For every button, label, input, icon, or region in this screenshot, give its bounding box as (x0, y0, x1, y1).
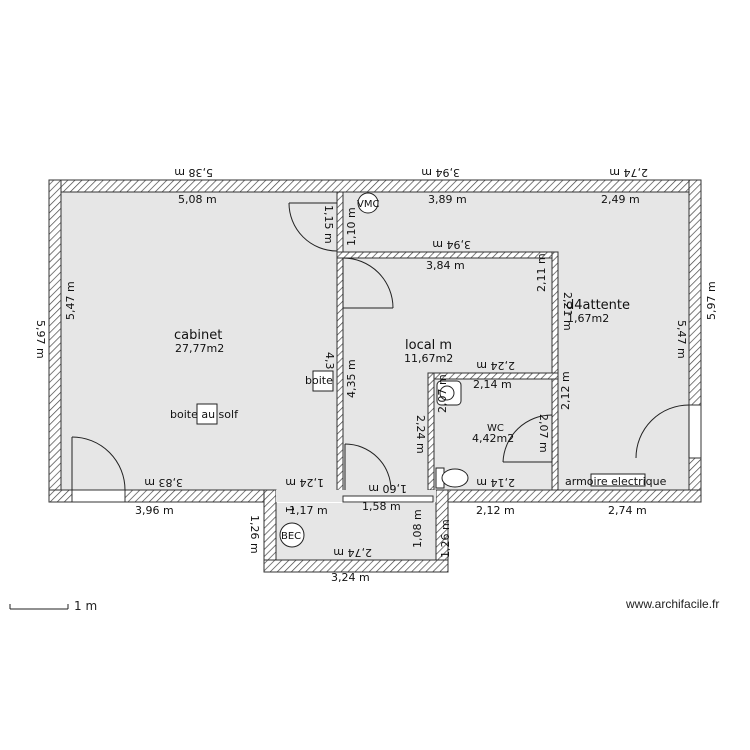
dim-top-outer-2: 3,94 m (421, 166, 460, 179)
door-local-bottom[interactable] (344, 443, 392, 491)
dim-wc-r1: 2,07 m (537, 414, 550, 453)
dim-bot-in-3: 1,60 m (368, 482, 407, 495)
dim-ext-r2: 1,26 m (439, 519, 452, 558)
dim-vmc-2: 1,10 m (345, 207, 358, 246)
door-attente[interactable] (635, 404, 702, 459)
dim-bot-in-1: 3,83 m (144, 476, 183, 489)
dim-bot-out-4: 2,12 m (476, 504, 515, 517)
door-gap-ext-lintel (342, 495, 434, 503)
dim-bot-in-2: 1,24 m (285, 476, 324, 489)
dim-mid-1: 4,3 (323, 352, 336, 370)
dim-bot-out-2: 1,17 m (289, 504, 328, 517)
door-gap-entry (71, 489, 126, 503)
room-cabinet-name: cabinet (174, 328, 222, 343)
room-cabinet-area: 27,77m2 (175, 342, 224, 355)
dim-ext-l2: 1 (283, 506, 296, 513)
watermark: www.archifacile.fr (626, 597, 720, 611)
dim-bot-out-1: 3,96 m (135, 504, 174, 517)
dim-bot-out-3: 1,58 m (362, 500, 401, 513)
dim-wc-l: 2,07 m (436, 374, 449, 413)
dim-left-inner: 5,47 m (64, 281, 77, 320)
dim-bot-out-5: 2,74 m (608, 504, 647, 517)
door-entry[interactable] (71, 436, 126, 491)
vmc-label: VMC (357, 199, 379, 210)
dim-bot-in-4: 2,14 m (476, 476, 515, 489)
dim-ext-outer: 3,24 m (331, 571, 370, 584)
dim-left-outer: 5,97 m (34, 320, 47, 359)
boite-sol-box (196, 403, 218, 425)
dim-top-inner-2: 3,89 m (428, 193, 467, 206)
sink-fixture (436, 380, 462, 406)
door-local-top[interactable] (342, 257, 394, 309)
dim-local-inner: 3,84 m (426, 259, 465, 272)
dim-right-outer: 5,97 m (705, 281, 718, 320)
dim-top-inner-1: 5,08 m (178, 193, 217, 206)
toilet-fixture (435, 467, 469, 489)
dim-top-outer-3: 2,74 m (609, 166, 648, 179)
dim-wc-top-2: 2,14 m (473, 378, 512, 391)
dim-top-outer-1: 5,38 m (174, 166, 213, 179)
room-local-name: local m (405, 338, 452, 353)
dim-ext-l1: 1,26 m (248, 515, 261, 554)
scale-bar (9, 604, 69, 610)
dim-att-1: 2,11 m (535, 253, 548, 292)
dim-top-inner-3: 2,49 m (601, 193, 640, 206)
bec-fixture: BEC (279, 522, 305, 548)
dim-ext-inner: 2,74 m (333, 546, 372, 559)
dim-vmc-1: 1,15 m (322, 205, 335, 244)
dim-local-outer: 3,94 m (432, 238, 471, 251)
door-cabinet-top[interactable] (288, 202, 338, 252)
room-attente-area: 1,67m2 (567, 312, 609, 325)
room-local-area: 11,67m2 (404, 352, 453, 365)
dim-right-inner: 5,47 m (675, 320, 688, 359)
dim-mid-2: 4,35 m (345, 359, 358, 398)
armoire-box (590, 473, 646, 487)
room-attente-name: d4attente (566, 298, 630, 313)
door-wc[interactable] (502, 414, 553, 463)
boite-box (312, 370, 334, 392)
scale-label: 1 m (74, 599, 98, 613)
dim-ext-r1: 1,08 m (411, 509, 424, 548)
dim-att-2: 2,21 m (561, 292, 574, 331)
boite-sol-label: boite au solf (170, 408, 239, 421)
room-wc-area: 4,42m2 (472, 432, 514, 445)
boite-label: boite (305, 374, 333, 387)
dim-mid-3: 2,24 m (414, 415, 427, 454)
dim-wc-r2: 2,12 m (559, 371, 572, 410)
vmc-fixture: VMC (357, 192, 379, 214)
armoire-label: armoire electrique (565, 475, 667, 488)
bec-label: BEC (281, 531, 301, 542)
dim-wc-top-1: 2,24 m (476, 359, 515, 372)
room-wc-name: WC (487, 423, 504, 434)
floor-main (61, 192, 689, 490)
